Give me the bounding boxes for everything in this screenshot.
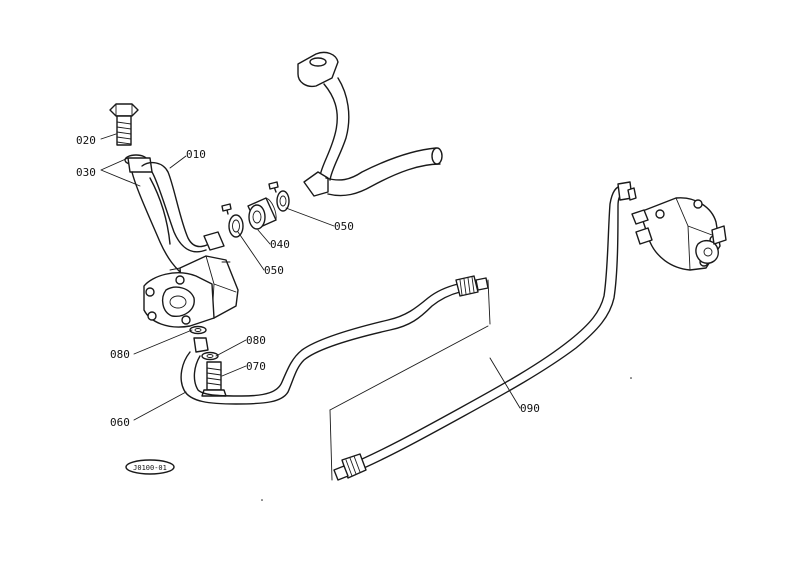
diagram-code: J0100-01	[133, 464, 167, 472]
control-valve[interactable]	[631, 197, 727, 271]
diagram-code-badge: J0100-01	[125, 459, 175, 475]
mounting-plate	[329, 279, 491, 481]
hose-040[interactable]	[247, 197, 277, 230]
speck	[261, 499, 263, 501]
pipe-090[interactable]	[333, 181, 637, 481]
leader-lines	[100, 133, 521, 421]
bolt-020[interactable]	[109, 103, 139, 146]
hose-clamp-050-right[interactable]	[268, 181, 290, 212]
label-050-left: 050	[264, 264, 284, 277]
speck	[630, 377, 632, 379]
hose-clamp-050-left[interactable]	[221, 203, 244, 238]
pipe-010[interactable]	[131, 161, 225, 273]
label-090: 090	[520, 402, 540, 415]
label-040: 040	[270, 238, 290, 251]
label-030: 030	[76, 166, 96, 179]
label-010: 010	[186, 148, 206, 161]
washer-080-upper[interactable]	[189, 325, 207, 335]
pipe-060[interactable]	[180, 275, 489, 405]
label-080-right: 080	[246, 334, 266, 347]
label-070: 070	[246, 360, 266, 373]
label-020: 020	[76, 134, 96, 147]
label-080-left: 080	[110, 348, 130, 361]
part-labels: 020 030 010 050 040 050 080 080 070 060 …	[76, 134, 540, 429]
label-060: 060	[110, 416, 130, 429]
inlet-pipe[interactable]	[297, 51, 443, 197]
washer-080-lower[interactable]	[201, 351, 219, 361]
hydraulic-pump[interactable]	[143, 255, 239, 328]
label-050-right: 050	[334, 220, 354, 233]
bolt-070[interactable]	[201, 361, 227, 397]
